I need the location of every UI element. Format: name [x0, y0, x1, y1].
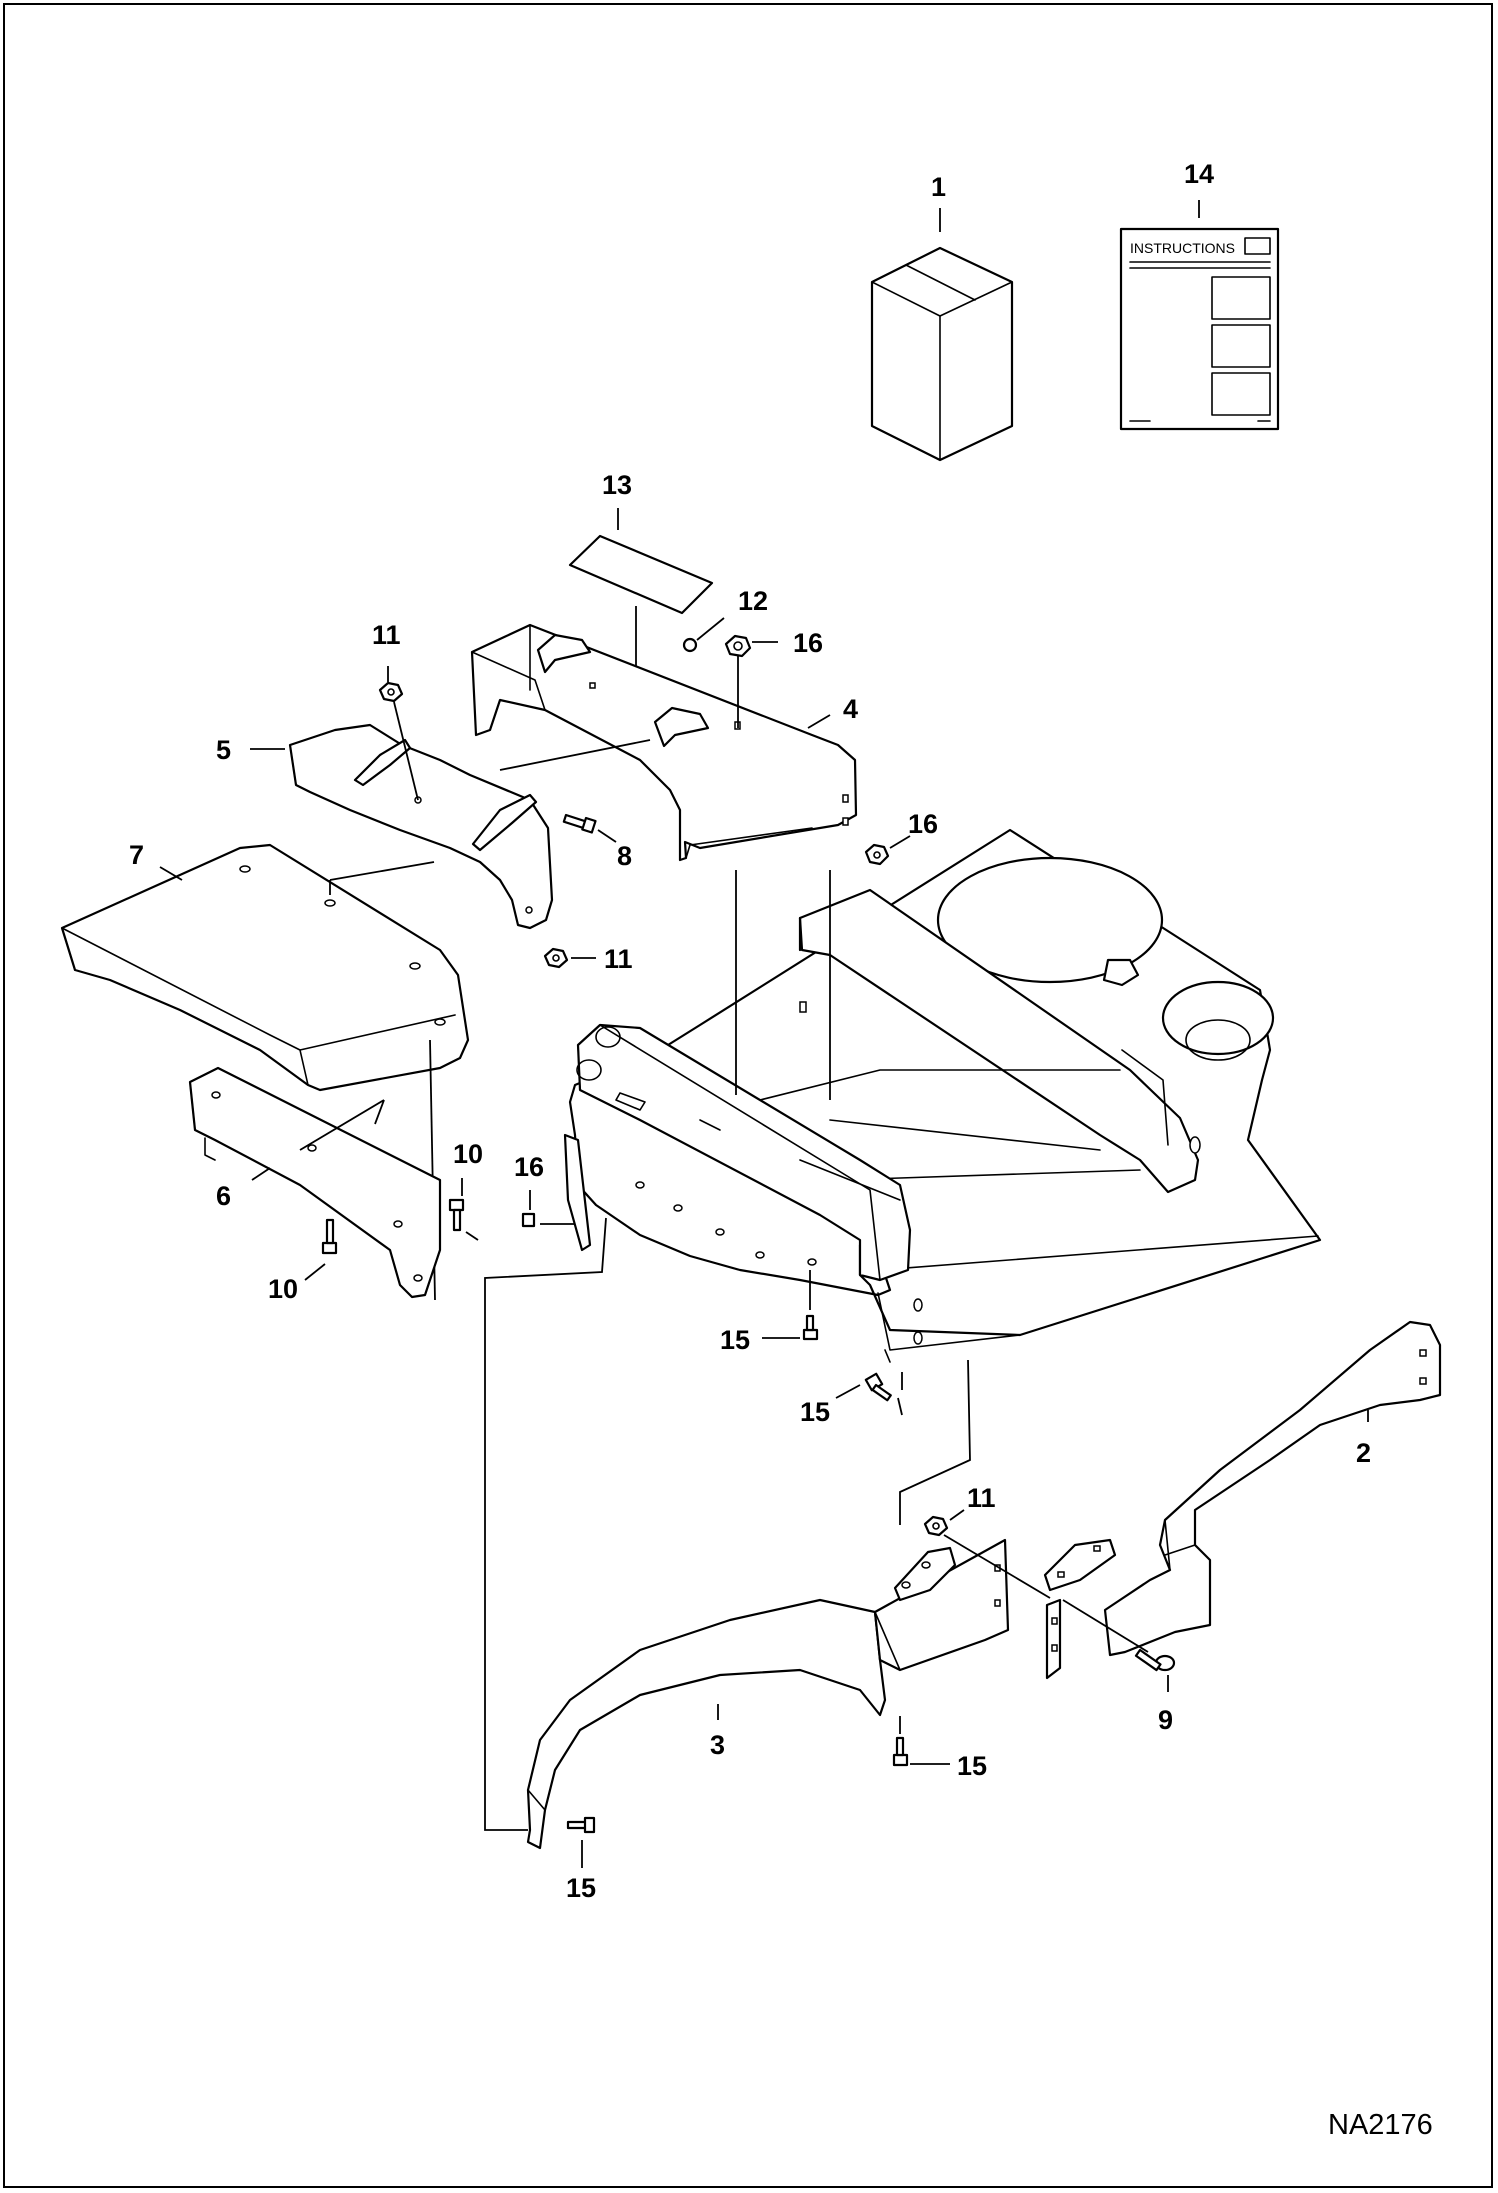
callout-8: 8 — [617, 841, 632, 871]
callout-1: 1 — [931, 172, 946, 202]
hood-shield — [60, 843, 470, 1092]
callout-16-top: 16 — [793, 628, 823, 658]
flange-nut-16-top — [724, 634, 752, 658]
callout-14: 14 — [1184, 159, 1214, 189]
flange-nut-16-right — [864, 843, 890, 866]
bolt-10-upper — [448, 1198, 465, 1232]
callout-16-left: 16 — [514, 1152, 544, 1182]
bolt-15-lower-left — [566, 1816, 596, 1834]
nut-11-lower-right — [923, 1515, 949, 1537]
callout-9: 9 — [1158, 1705, 1173, 1735]
instructions-sheet-title: INSTRUCTIONS — [1130, 240, 1235, 256]
drawing-frame — [3, 3, 1493, 2188]
decal — [568, 534, 714, 615]
side-shield-left — [288, 723, 554, 930]
callout-15-deck: 15 — [720, 1325, 750, 1355]
callout-13: 13 — [602, 470, 632, 500]
callout-11-middle: 11 — [604, 944, 633, 974]
callout-4: 4 — [843, 694, 858, 724]
callout-6: 6 — [216, 1181, 231, 1211]
nut-12 — [682, 637, 698, 653]
mower-deck — [563, 828, 1322, 1363]
bolt-15-deck-right — [864, 1372, 892, 1402]
callout-15-lower-mid: 15 — [957, 1751, 987, 1781]
bolt-9 — [1134, 1648, 1176, 1672]
bolt-8 — [562, 813, 597, 834]
callout-5: 5 — [216, 735, 231, 765]
document-number: NA2176 — [1328, 2109, 1433, 2141]
bolt-15-lower-mid — [892, 1736, 909, 1767]
callout-3: 3 — [710, 1730, 725, 1760]
callout-2: 2 — [1356, 1438, 1371, 1468]
nut-11-upper-left — [378, 681, 404, 703]
callout-10-upper: 10 — [453, 1139, 483, 1169]
callout-11-upper-left: 11 — [372, 620, 401, 650]
skirt-right — [1043, 1320, 1442, 1680]
callout-15-lower-left: 15 — [566, 1873, 596, 1903]
callout-11-lower-right: 11 — [967, 1483, 996, 1513]
bolt-10-lower — [321, 1218, 338, 1255]
bolt-15-deck — [802, 1314, 819, 1341]
instructions-sheet: INSTRUCTIONS — [1119, 227, 1280, 431]
callout-7: 7 — [129, 840, 144, 870]
nut-11-middle — [543, 947, 569, 969]
skirt-left — [526, 1538, 1010, 1850]
callout-10-lower: 10 — [268, 1274, 298, 1304]
callout-12: 12 — [738, 586, 768, 616]
bracket-lower-left — [188, 1066, 442, 1299]
flange-nut-16-left — [521, 1212, 536, 1228]
callout-15-deck-right: 15 — [800, 1397, 830, 1427]
part-box — [870, 246, 1014, 462]
callout-16-right: 16 — [908, 809, 938, 839]
